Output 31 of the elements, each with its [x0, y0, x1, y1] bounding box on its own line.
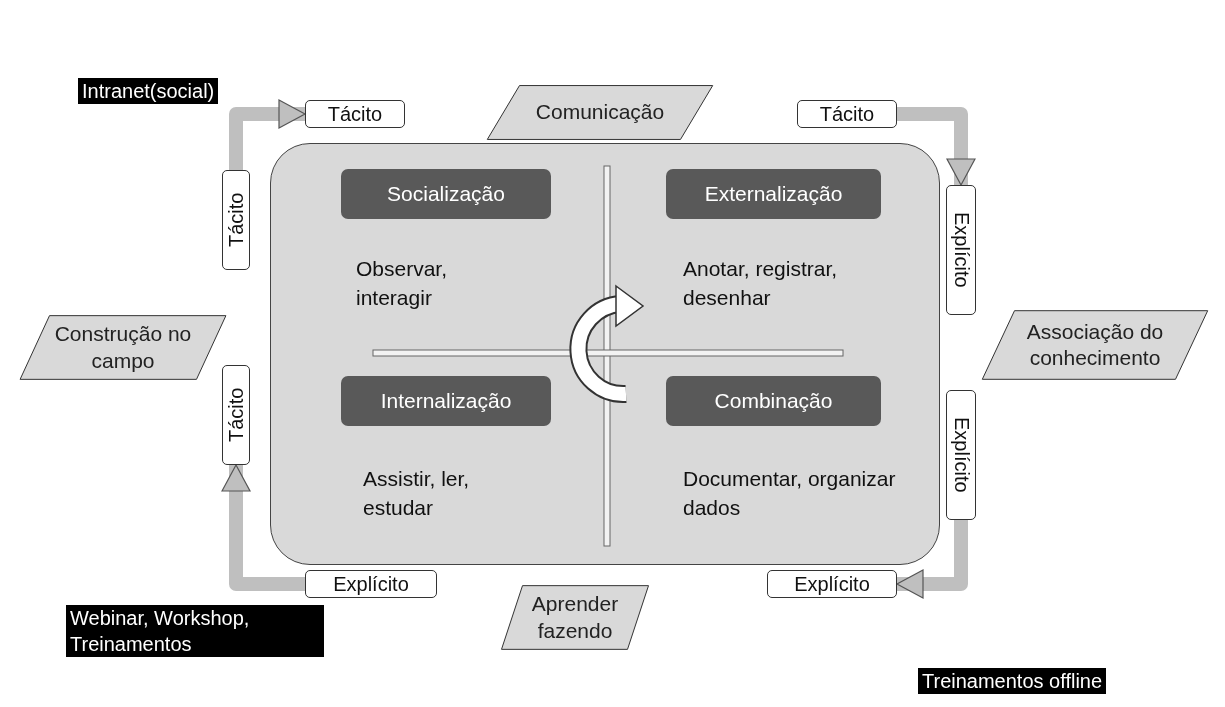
model-panel — [270, 143, 940, 565]
quadrant-title-box: Externalização — [666, 169, 881, 219]
tag-box: Explícito — [946, 390, 976, 520]
tag-box: Explícito — [767, 570, 897, 598]
parallelogram-box — [485, 85, 715, 140]
tool-note: Treinamentos offline — [918, 668, 1107, 694]
box-label: Associação do conhecimento — [1025, 318, 1165, 371]
parallelogram-box — [500, 585, 650, 650]
tag-box: Explícito — [305, 570, 437, 598]
tag-box: Explícito — [946, 185, 976, 315]
arrow — [897, 107, 976, 186]
quadrant-title-box: Combinação — [666, 376, 881, 426]
parallelogram-box — [18, 315, 228, 380]
tool-note: Intranet(social) — [78, 78, 219, 104]
quadrant-description: Documentar, organizar dados — [683, 466, 897, 522]
box-label: Construção no campo — [53, 321, 193, 374]
quadrant-title-box: Socialização — [341, 169, 551, 219]
box-label: Aprender fazendo — [530, 591, 620, 644]
quadrant-description: Observar, interagir — [356, 256, 449, 312]
quadrant-description: Assistir, ler, estudar — [363, 466, 471, 522]
tag-box: Tácito — [222, 170, 250, 270]
tag-box: Tácito — [797, 100, 897, 128]
tool-note: Webinar, Workshop, Treinamentos — [66, 605, 324, 657]
quadrant-title-box: Internalização — [341, 376, 551, 426]
parallelogram-box — [980, 310, 1210, 380]
arrow — [896, 520, 968, 599]
box-label: Comunicação — [534, 99, 666, 126]
quadrant-description: Anotar, registrar, desenhar — [683, 256, 839, 312]
arrow — [229, 99, 306, 170]
tag-box: Tácito — [222, 365, 250, 465]
tag-box: Tácito — [305, 100, 405, 128]
